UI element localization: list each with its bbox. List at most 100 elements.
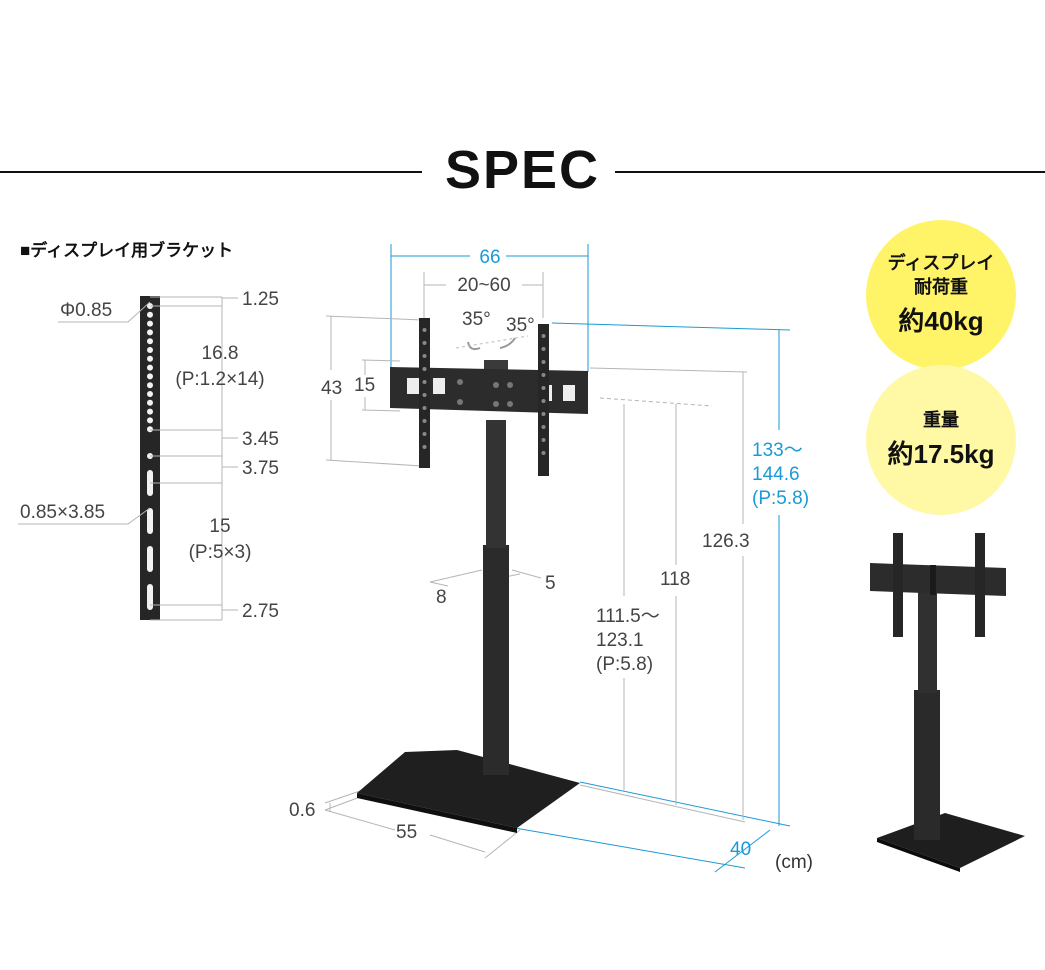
stand-height-43: 43 bbox=[321, 378, 342, 399]
bracket-dim-345: 3.45 bbox=[242, 429, 279, 450]
page-title: SPEC bbox=[444, 140, 601, 200]
bracket-heading: ■ディスプレイ用ブラケット bbox=[20, 241, 234, 260]
bracket-slots bbox=[147, 470, 153, 610]
stand-center-height-line1: 111.5～ bbox=[596, 606, 660, 627]
stand-tilt-right: 35° bbox=[506, 315, 535, 336]
stand-height-15: 15 bbox=[354, 375, 375, 396]
bracket-hole bbox=[147, 426, 153, 433]
stand-blue-dimension-lines bbox=[390, 244, 791, 873]
bracket-hole bbox=[147, 399, 153, 406]
bracket-slot bbox=[147, 546, 153, 572]
bracket-dim-pitch1: 16.8 bbox=[202, 343, 239, 364]
stand-drawing bbox=[357, 318, 588, 833]
product-photo bbox=[870, 533, 1025, 872]
bracket-hole bbox=[147, 347, 153, 353]
arm-hole bbox=[422, 354, 427, 358]
stand-pole-upper bbox=[486, 420, 506, 548]
arm-hole bbox=[422, 380, 427, 384]
stand-pole-lower bbox=[483, 545, 509, 775]
title-rule-right bbox=[615, 171, 1045, 173]
bracket-hole bbox=[147, 311, 153, 318]
bracket-hole bbox=[147, 391, 153, 397]
bracket-hole bbox=[147, 408, 153, 415]
photo-base bbox=[877, 813, 1025, 868]
arm-hole bbox=[422, 341, 427, 345]
arm-hole bbox=[541, 347, 546, 351]
load-capacity-badge: ディスプレイ 耐荷重 約40kg bbox=[866, 220, 1016, 370]
arm-hole bbox=[541, 360, 546, 364]
arm-hole bbox=[541, 373, 546, 377]
bracket-hole bbox=[147, 373, 153, 380]
title-rule-left bbox=[0, 171, 422, 173]
stand-base-depth: 40 bbox=[730, 839, 751, 860]
weight-label: 重量 bbox=[923, 410, 959, 430]
stand-height-118: 118 bbox=[660, 569, 690, 590]
arm-hole bbox=[422, 367, 427, 371]
load-capacity-label-2: 耐荷重 bbox=[914, 277, 968, 297]
bracket-dimension-lines bbox=[18, 296, 238, 621]
arm-hole bbox=[422, 419, 427, 423]
bracket-hole bbox=[147, 364, 153, 371]
bracket-hole bbox=[147, 417, 153, 424]
stand-total-height-line1: 133～ bbox=[752, 440, 803, 461]
bracket-dim-375: 3.75 bbox=[242, 458, 279, 479]
arm-hole bbox=[422, 432, 427, 436]
arm-hole bbox=[541, 399, 546, 403]
weight-value: 約17.5kg bbox=[887, 439, 995, 469]
stand-tilt-left: 35° bbox=[462, 309, 491, 330]
stand-center-height-line2: 123.1 bbox=[596, 630, 644, 651]
bracket-dim-pitch2: 15 bbox=[209, 516, 230, 537]
arm-hole bbox=[541, 438, 546, 442]
stand-total-height-line3: (P:5.8) bbox=[752, 488, 809, 509]
arm-hole bbox=[541, 425, 546, 429]
bracket-hole-diameter: Φ0.85 bbox=[60, 300, 112, 321]
bracket-holes bbox=[147, 303, 153, 459]
arm-hole bbox=[422, 445, 427, 449]
stand-pole-width: 5 bbox=[545, 573, 556, 594]
photo-pole-lower bbox=[914, 690, 940, 840]
bracket-hole bbox=[147, 320, 153, 327]
arm-hole bbox=[541, 386, 546, 390]
bracket-dim-pitch1-note: (P:1.2×14) bbox=[175, 369, 264, 390]
photo-arm-left bbox=[893, 533, 903, 637]
stand-base-width: 55 bbox=[396, 822, 417, 843]
stand-height-1263: 126.3 bbox=[702, 531, 750, 552]
load-capacity-label-1: ディスプレイ bbox=[887, 253, 995, 273]
bracket-hole bbox=[147, 338, 153, 345]
bracket-slot bbox=[147, 508, 153, 534]
arm-hole bbox=[541, 334, 546, 338]
stand-arm-holes bbox=[422, 328, 546, 455]
stand-base bbox=[357, 750, 580, 828]
stand-total-height-line2: 144.6 bbox=[752, 464, 800, 485]
unit-label: (cm) bbox=[775, 852, 813, 873]
arm-hole bbox=[422, 393, 427, 397]
bracket-slot bbox=[147, 584, 153, 610]
stand-base-thickness: 0.6 bbox=[289, 800, 315, 821]
bracket-hole bbox=[147, 355, 153, 362]
arm-hole bbox=[541, 412, 546, 416]
bracket-hole bbox=[147, 329, 153, 336]
arm-hole bbox=[541, 451, 546, 455]
photo-mount-plate bbox=[870, 563, 1006, 596]
stand-center-height-line3: (P:5.8) bbox=[596, 654, 653, 675]
stand-pole-depth: 8 bbox=[436, 587, 447, 608]
tilt-arrow-right-icon bbox=[499, 337, 516, 349]
bracket-slot-size: 0.85×3.85 bbox=[20, 502, 105, 523]
bracket-dim-top: 1.25 bbox=[242, 289, 279, 310]
stand-base-edge bbox=[357, 793, 517, 833]
bracket-hole bbox=[147, 382, 153, 389]
arm-hole bbox=[422, 328, 427, 332]
bracket-dim-pitch2-note: (P:5×3) bbox=[189, 542, 252, 563]
photo-arm-right bbox=[975, 533, 985, 637]
bracket-dim-bottom: 2.75 bbox=[242, 601, 279, 622]
stand-pole-cap bbox=[484, 360, 508, 370]
bracket-drawing bbox=[140, 296, 160, 620]
stand-gray-dimension-lines bbox=[324, 272, 748, 859]
weight-badge: 重量 約17.5kg bbox=[866, 365, 1016, 515]
load-capacity-value: 約40kg bbox=[898, 306, 984, 336]
photo-pole-upper bbox=[918, 585, 937, 693]
tilt-arrow-left-icon bbox=[467, 341, 481, 351]
arm-hole bbox=[422, 406, 427, 410]
stand-arm-range: 20~60 bbox=[457, 275, 510, 296]
